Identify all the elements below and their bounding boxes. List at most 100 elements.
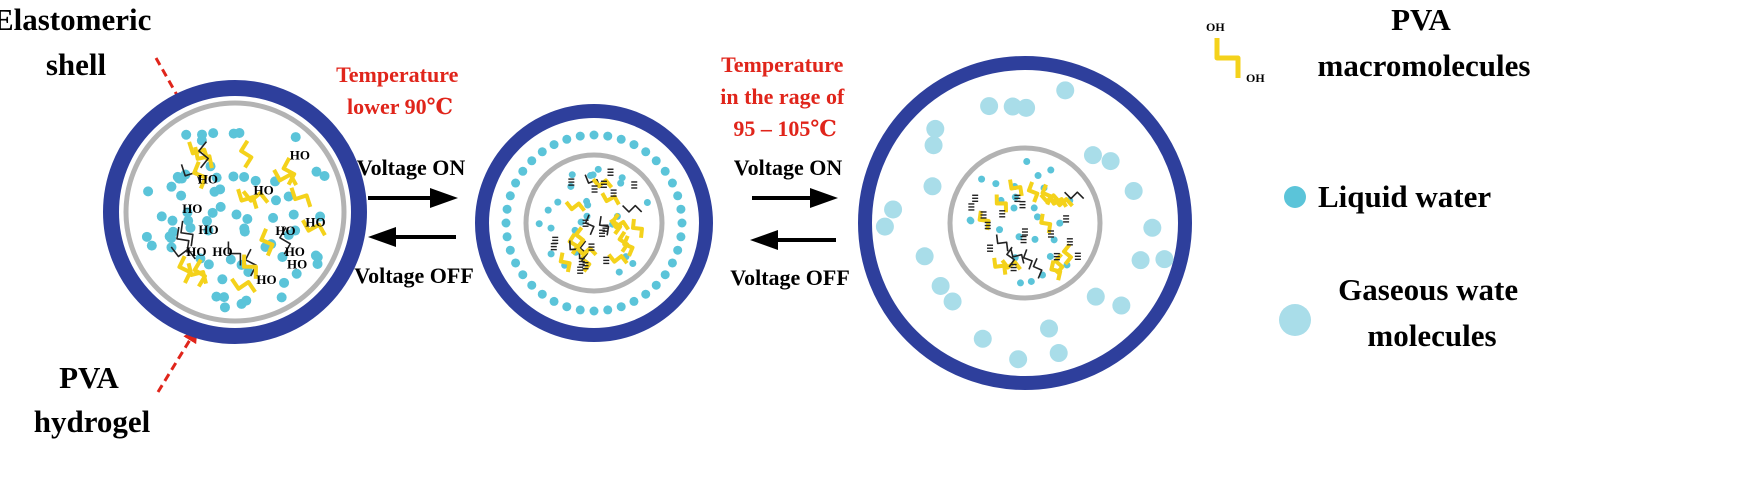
liquid-water-dot [146, 240, 157, 251]
voltage-on-label-1: Voltage ON [357, 155, 466, 180]
hydroxyl-label: HO [275, 223, 295, 238]
liquid-water-dot [1056, 219, 1064, 227]
pva-chain-icon [180, 220, 194, 247]
pva-chain-icon [579, 240, 588, 262]
hydroxyl-tick-icon [999, 210, 1006, 218]
liquid-water-dot [615, 268, 623, 276]
liquid-water-dot [502, 232, 512, 242]
gaseous-water-dot [1155, 250, 1174, 269]
liquid-water-dot [527, 280, 537, 290]
liquid-water-dot [207, 207, 218, 218]
liquid-water-dot [505, 245, 515, 255]
hydroxyl-tick-icon [588, 243, 595, 251]
liquid-water-dot [211, 291, 222, 302]
hydroxyl-tick-icon [1010, 263, 1017, 272]
reaction-arrow-icon [368, 188, 458, 208]
pva-chain-icon [241, 254, 258, 279]
liquid-water-dot [1033, 213, 1041, 221]
liquid-water-dot [1046, 252, 1054, 260]
gaseous-water-dot-icon [1279, 304, 1311, 336]
liquid-water-dot [208, 128, 219, 139]
pva-chain-icon [230, 277, 257, 294]
pva-chain-group [170, 139, 327, 294]
liquid-water-dot [575, 305, 585, 315]
liquid-water-dot [518, 166, 528, 176]
temp-low-line2: lower 90℃ [347, 94, 453, 119]
pva-chain-icon [995, 234, 1009, 252]
liquid-water-dot [228, 128, 239, 139]
hydroxyl-tick-icon [984, 221, 991, 230]
liquid-water-dot [197, 129, 208, 140]
hydroxyl-tick-icon [607, 168, 614, 176]
liquid-water-dot [203, 259, 214, 270]
liquid-water-dot [315, 211, 326, 222]
liquid-water-dot [676, 232, 686, 242]
liquid-water-dot [537, 147, 547, 157]
hydroxyl-tick-icon [578, 257, 585, 266]
gaseous-water-dot [915, 247, 934, 266]
liquid-water-dot [219, 302, 230, 313]
legend-pva-line1: PVA [1391, 2, 1451, 37]
temp-range-line1: Temperature [721, 52, 843, 77]
liquid-water-dot [651, 156, 661, 166]
pva-chain-icon [558, 252, 572, 273]
liquid-water-dot [547, 250, 555, 258]
liquid-water-dot [215, 201, 226, 212]
liquid-water-dot [1034, 172, 1042, 180]
temperature-low-label: Temperature lower 90℃ [336, 62, 464, 119]
legend: OH OH PVA macromolecules Liquid water Ga… [1206, 2, 1530, 353]
liquid-water-dot [594, 165, 602, 173]
legend-oh-bottom: OH [1246, 71, 1265, 85]
liquid-water-dot [547, 224, 555, 232]
liquid-water-dot [141, 231, 152, 242]
liquid-water-dot [319, 170, 330, 181]
gaseous-water-dot [1131, 251, 1150, 270]
liquid-water-dot [1031, 235, 1039, 243]
liquid-water-dot [643, 199, 651, 207]
hydroxyl-label: HO [212, 244, 232, 259]
gaseous-water-dot [1049, 344, 1068, 363]
hydroxyl-label: HO [186, 244, 206, 259]
temperature-range-label: Temperature in the rage of 95 – 105℃ [720, 52, 850, 141]
elastomeric-shell-label: Elastomeric shell [0, 2, 159, 82]
hydroxyl-label: HO [285, 244, 305, 259]
pva-chain-icon [272, 168, 298, 187]
gaseous-water-dot [1101, 152, 1120, 171]
pva-chain-icon [1049, 260, 1063, 281]
pva-chain-icon [564, 200, 586, 212]
pva-chain-icon [170, 246, 196, 260]
hydroxyl-tick-icon [610, 189, 617, 197]
hydroxyl-tick-icon [980, 211, 987, 219]
pva-hydrogel-line1: PVA [59, 360, 119, 395]
liquid-water-dot [1050, 236, 1058, 244]
gaseous-water-dot [875, 217, 894, 236]
liquid-water-dot [156, 211, 167, 222]
liquid-water-dot [203, 225, 214, 236]
liquid-water-dot [616, 302, 626, 312]
pva-chain-icon [591, 177, 614, 189]
liquid-water-dot [549, 296, 559, 306]
liquid-water-dot [629, 259, 637, 267]
pva-chain-icon [176, 226, 190, 253]
hydroxyl-label: HO [198, 172, 218, 187]
liquid-water-dot [239, 171, 250, 182]
pva-chain-icon [244, 248, 257, 277]
liquid-water-dot [1030, 204, 1038, 212]
gaseous-water-dot [973, 329, 992, 348]
hydroxyl-tick-icon [591, 185, 598, 193]
liquid-water-dot [283, 191, 294, 202]
gaseous-water-dot [1112, 296, 1131, 315]
liquid-water-dot [183, 215, 194, 226]
liquid-water-dot [673, 191, 683, 201]
liquid-water-dot [290, 132, 301, 143]
gaseous-water-dot [1124, 181, 1143, 200]
voltage-off-label-1: Voltage OFF [354, 263, 474, 288]
gaseous-water-dot [1086, 287, 1105, 306]
gaseous-water-dot [1009, 350, 1028, 369]
reaction-arrow-icon [368, 227, 456, 247]
gaseous-water-dot [931, 276, 950, 295]
pva-chain-icon [622, 235, 635, 257]
